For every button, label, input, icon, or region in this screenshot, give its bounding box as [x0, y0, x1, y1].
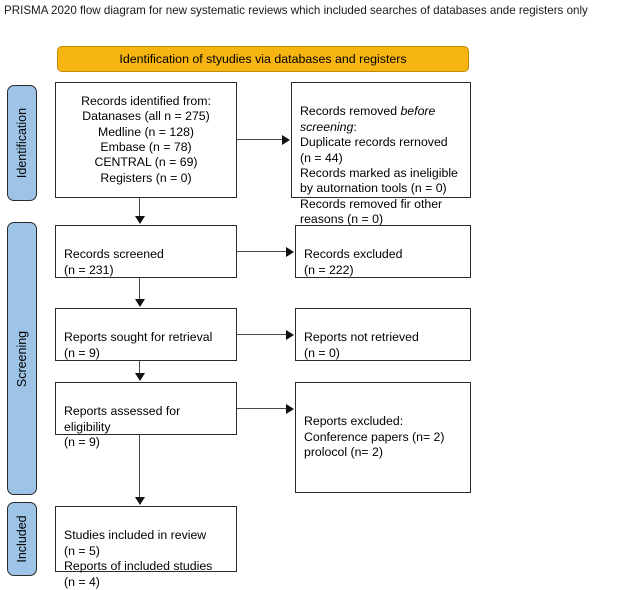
- box-reports-assessed-for-eligibility: Reports assessed for eligibility (n = 9): [55, 382, 237, 449]
- box-studies-included-text: Studies included in review (n = 5) Repor…: [64, 528, 213, 589]
- box-reports-excluded: Reports excluded: Conference papers (n= …: [295, 382, 471, 493]
- box-records-identified-text: Records identified from: Datanases (all …: [81, 93, 211, 185]
- box-reports-not-retrieved-text: Reports not retrieved (n = 0): [304, 330, 419, 360]
- box-records-excluded: Records excluded (n = 222): [295, 225, 471, 278]
- box-records-removed-lead: Records removed: [300, 104, 401, 119]
- box-reports-not-retrieved: Reports not retrieved (n = 0): [295, 308, 471, 361]
- stage-label-included: Included: [15, 515, 29, 563]
- arrowhead-right-icon: [286, 404, 294, 414]
- stage-bar-included: Included: [7, 502, 37, 576]
- box-reports-sought-for-retrieval: Reports sought for retrieval (n = 9): [55, 308, 237, 361]
- box-records-excluded-text: Records excluded (n = 222): [304, 247, 403, 277]
- connector-screened-to-sought: [139, 278, 141, 301]
- identification-banner: Identification of styudies via databases…: [57, 46, 469, 72]
- stage-label-identification: Identification: [15, 107, 29, 179]
- connector-sought-to-not-retrieved: [237, 334, 288, 336]
- stage-bar-identification: Identification: [7, 85, 37, 201]
- connector-sought-to-assessed: [139, 361, 141, 375]
- box-records-removed-emph: before screening: [300, 104, 436, 134]
- arrowhead-down-icon: [135, 497, 145, 505]
- box-reports-assessed-text: Reports assessed for eligibility (n = 9): [64, 404, 181, 450]
- box-reports-excluded-text: Reports excluded: Conference papers (n= …: [304, 414, 445, 460]
- box-records-identified: Records identified from: Datanases (all …: [55, 82, 237, 198]
- arrowhead-right-icon: [286, 247, 294, 257]
- connector-identified-to-removed: [237, 139, 284, 141]
- arrowhead-right-icon: [286, 330, 294, 340]
- box-records-removed-colon: :: [353, 119, 357, 134]
- connector-assessed-to-included: [139, 435, 141, 499]
- arrowhead-right-icon: [282, 135, 290, 145]
- box-studies-included: Studies included in review (n = 5) Repor…: [55, 506, 237, 589]
- box-records-screened: Records screened (n = 231): [55, 225, 237, 278]
- connector-screened-to-excluded: [237, 251, 288, 253]
- connector-assessed-to-excluded: [237, 408, 288, 410]
- page-title: PRISMA 2020 flow diagram for new systema…: [4, 4, 588, 17]
- box-records-removed: Records removed before screening: Duplic…: [291, 82, 471, 226]
- arrowhead-down-icon: [135, 216, 145, 224]
- box-reports-sought-text: Reports sought for retrieval (n = 9): [64, 330, 213, 360]
- arrowhead-down-icon: [135, 299, 145, 307]
- box-records-removed-items: Duplicate records rernoved (n = 44) Reco…: [300, 135, 458, 227]
- stage-label-screening: Screening: [15, 330, 29, 387]
- arrowhead-down-icon: [135, 373, 145, 381]
- box-records-screened-text: Records screened (n = 231): [64, 247, 164, 277]
- stage-bar-screening: Screening: [7, 222, 37, 495]
- connector-identified-to-screened: [139, 198, 141, 218]
